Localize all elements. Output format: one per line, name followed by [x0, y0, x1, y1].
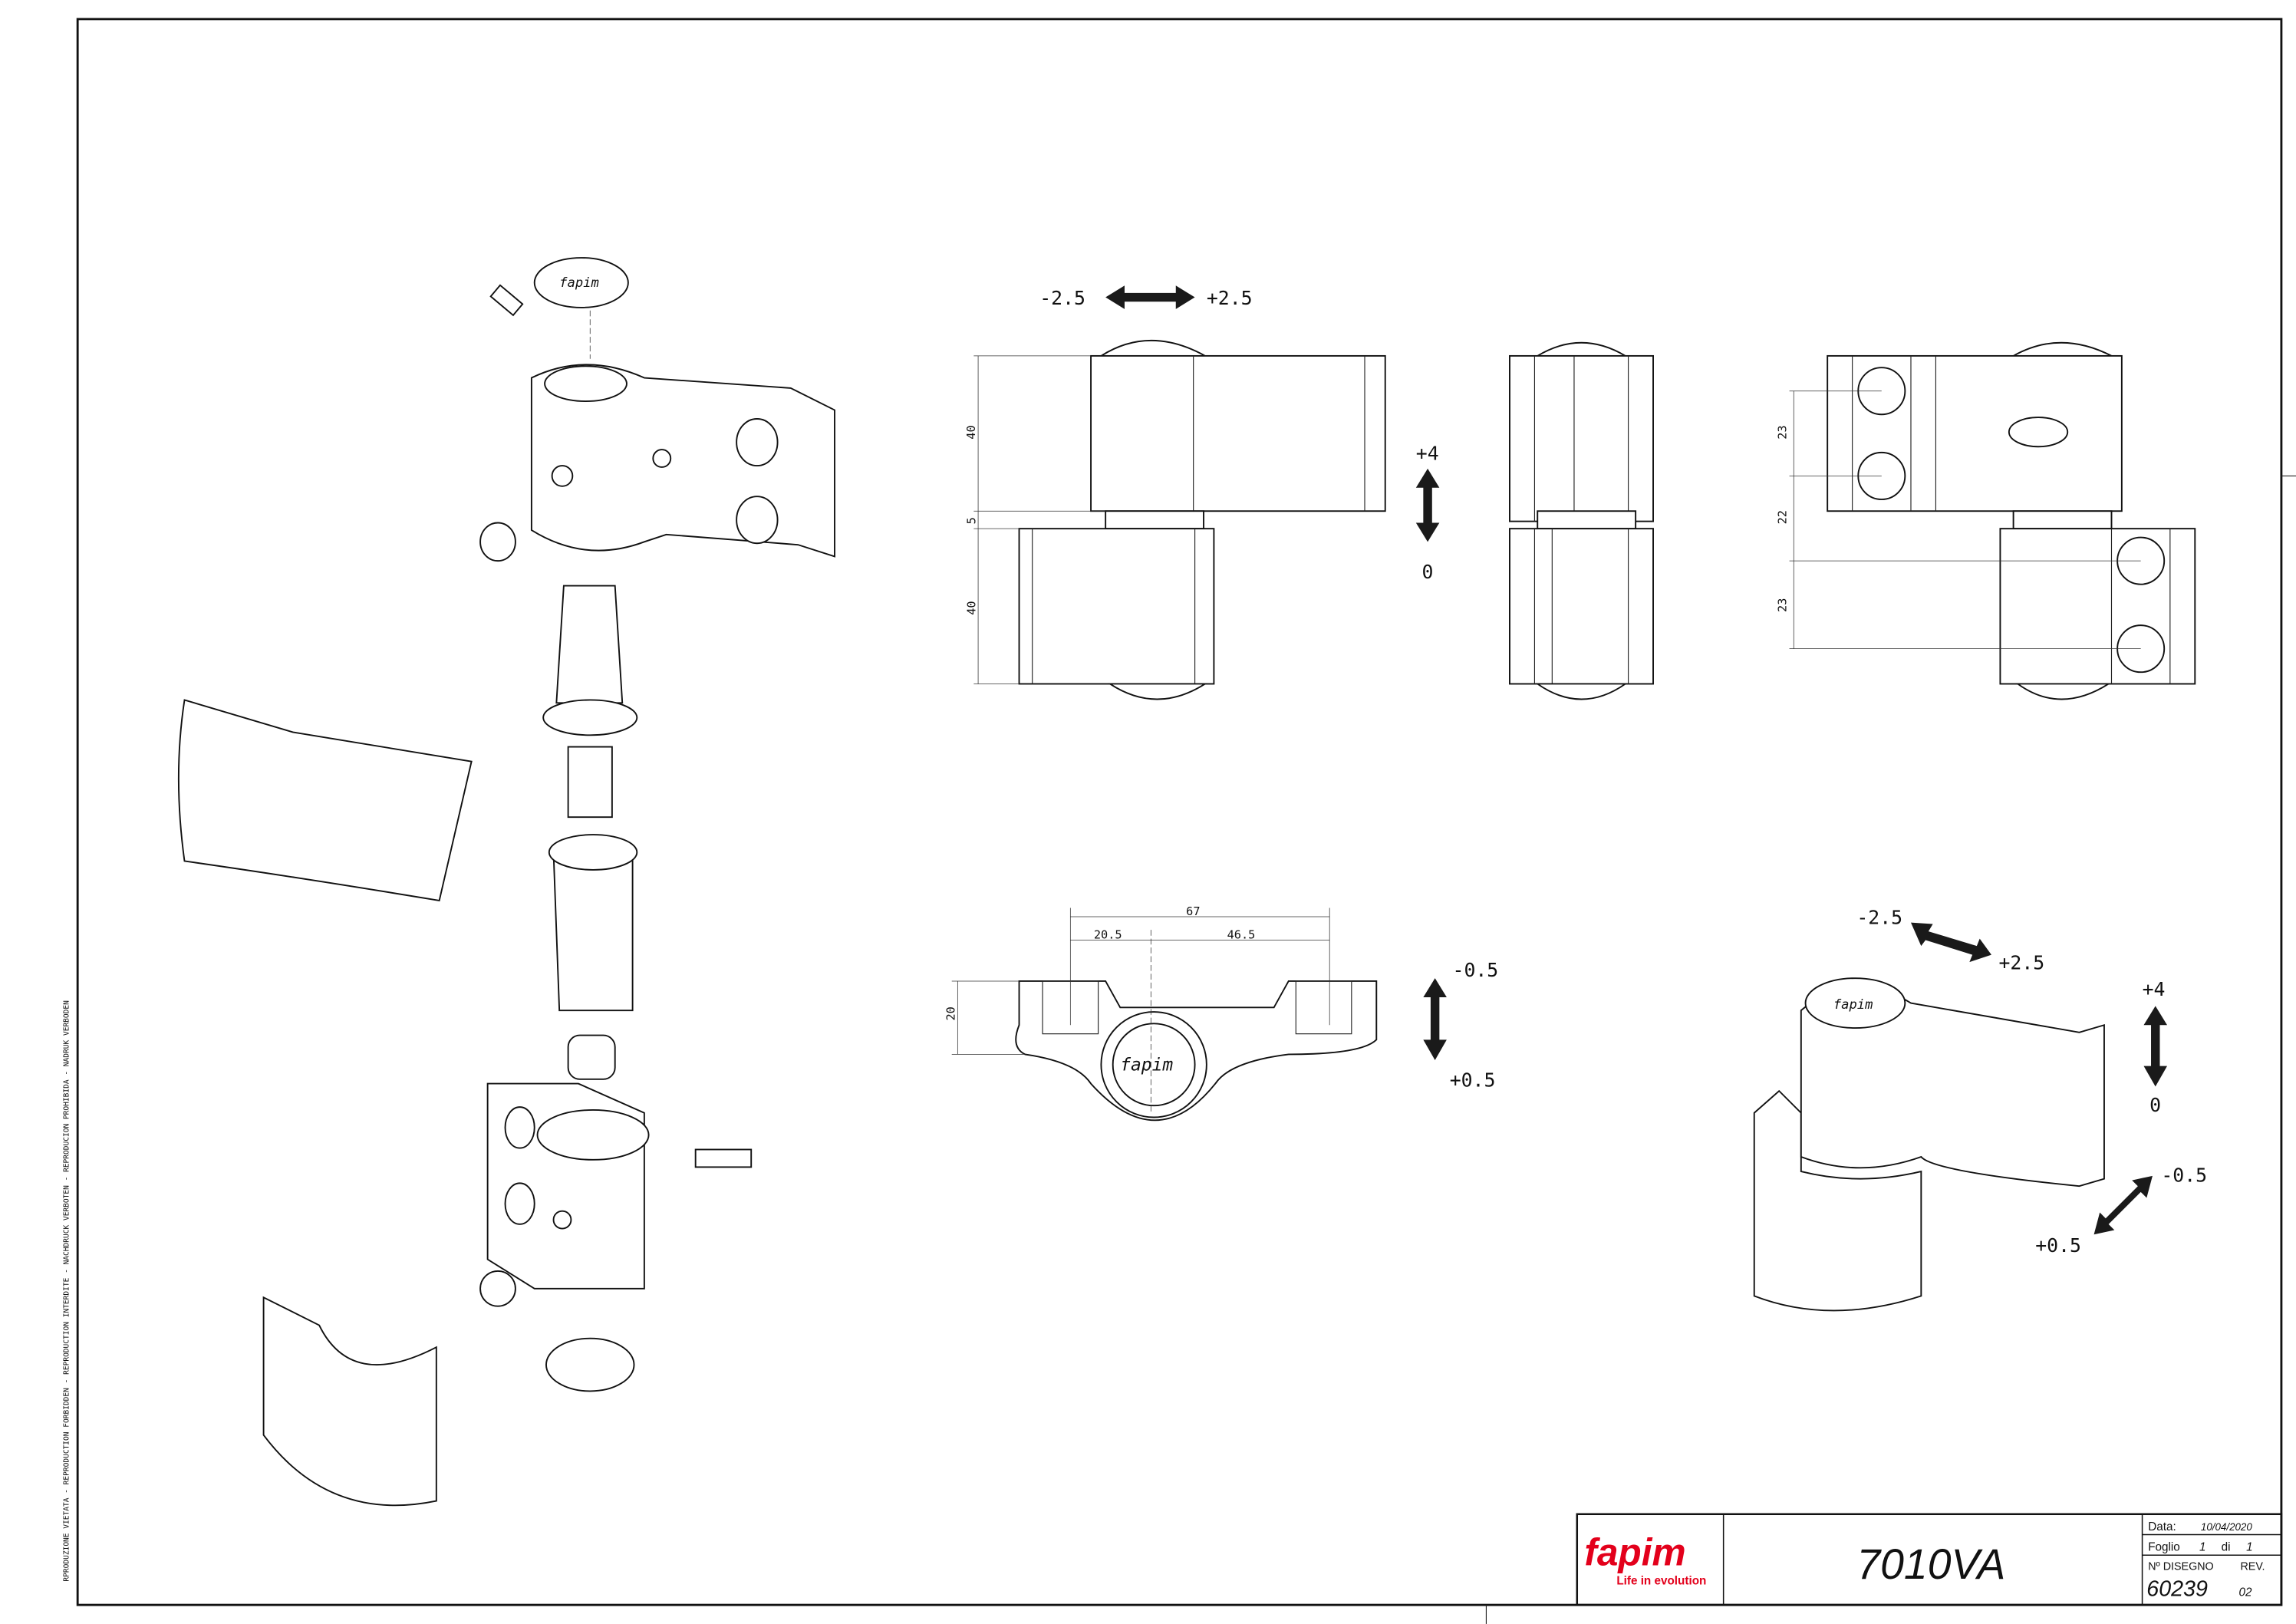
iso-height-plus: +4	[2143, 978, 2166, 1000]
date-value: 10/04/2020	[2201, 1521, 2252, 1533]
cap-logo: fapim	[1833, 997, 1873, 1013]
exploded-view: fapim	[177, 257, 835, 1507]
iso-compress-plus: +0.5	[2035, 1234, 2081, 1257]
horizontal-adjust-arrow-icon	[1105, 285, 1195, 309]
dim-right-gap: 22	[1776, 510, 1790, 524]
height-zero: 0	[1421, 561, 1433, 583]
dim-gap: 5	[964, 517, 978, 524]
sheet-number: 1	[2199, 1540, 2206, 1553]
drawing-frame	[76, 18, 2283, 1606]
spacer	[567, 1034, 616, 1080]
compress-minus: -0.5	[1453, 959, 1499, 981]
dim-bottom: 40	[964, 601, 978, 614]
front-view	[973, 285, 1440, 700]
side-view	[1509, 341, 1654, 700]
iso-height-arrow-icon	[2143, 1006, 2168, 1087]
front-adjust-left: -2.5	[1039, 287, 1085, 309]
dim-left: 20.5	[1094, 928, 1122, 942]
top-view: fapim	[951, 908, 1447, 1122]
fapim-logo: fapim	[1584, 1531, 1685, 1574]
upper-cover	[177, 699, 473, 902]
product-code: 7010VA	[1856, 1540, 2005, 1588]
screw-icon	[694, 1148, 753, 1168]
cap-logo: fapim	[1120, 1055, 1173, 1075]
iso-adjust-right: +2.5	[1999, 952, 2045, 974]
dim-top: 40	[964, 425, 978, 439]
logo-tagline: Life in evolution	[1616, 1574, 1706, 1587]
right-view	[1789, 341, 2196, 700]
compression-adjust-arrow-icon	[1423, 978, 1447, 1061]
sheet-of: di	[2222, 1540, 2231, 1553]
lower-cover	[262, 1296, 437, 1507]
iso-compress-minus: -0.5	[2161, 1164, 2207, 1186]
height-plus: +4	[1416, 442, 1439, 464]
front-adjust-right: +2.5	[1207, 287, 1253, 309]
adjustment-insert	[552, 852, 634, 1012]
iso-adjust-left: -2.5	[1856, 907, 1902, 929]
date-label: Data:	[2148, 1520, 2176, 1533]
sheet-label: Foglio	[2148, 1540, 2180, 1553]
isometric-view: fapim	[1753, 922, 2168, 1312]
revision-number: 02	[2239, 1586, 2252, 1599]
bottom-cap	[545, 1337, 635, 1392]
height-adjust-arrow-icon	[1415, 468, 1440, 542]
dim-height: 20	[944, 1006, 958, 1020]
iso-compression-arrow-icon	[2093, 1175, 2153, 1235]
screw-icon	[489, 284, 524, 317]
compress-plus: +0.5	[1450, 1069, 1496, 1091]
cap-logo: fapim	[559, 275, 599, 291]
iso-horizontal-arrow-icon	[1910, 922, 1991, 963]
reproduction-notice: RPRODUZIONE VIETATA - REPRODUCTION FORBI…	[63, 1000, 71, 1582]
dim-right: 46.5	[1227, 928, 1256, 942]
drawing-number: 60239	[2146, 1577, 2208, 1602]
revision-label: REV.	[2240, 1560, 2265, 1573]
dim-right-top: 23	[1776, 425, 1790, 439]
iso-height-zero: 0	[2149, 1094, 2161, 1116]
sheet-total: 1	[2246, 1540, 2252, 1553]
title-block: fapim Life in evolution 7010VA Data: 10/…	[1576, 1513, 2283, 1606]
bushing-pin	[555, 585, 624, 704]
drawing-number-label: Nº DISEGNO	[2148, 1560, 2213, 1573]
dim-right-bottom: 23	[1776, 598, 1790, 612]
dim-total: 67	[1186, 904, 1200, 918]
